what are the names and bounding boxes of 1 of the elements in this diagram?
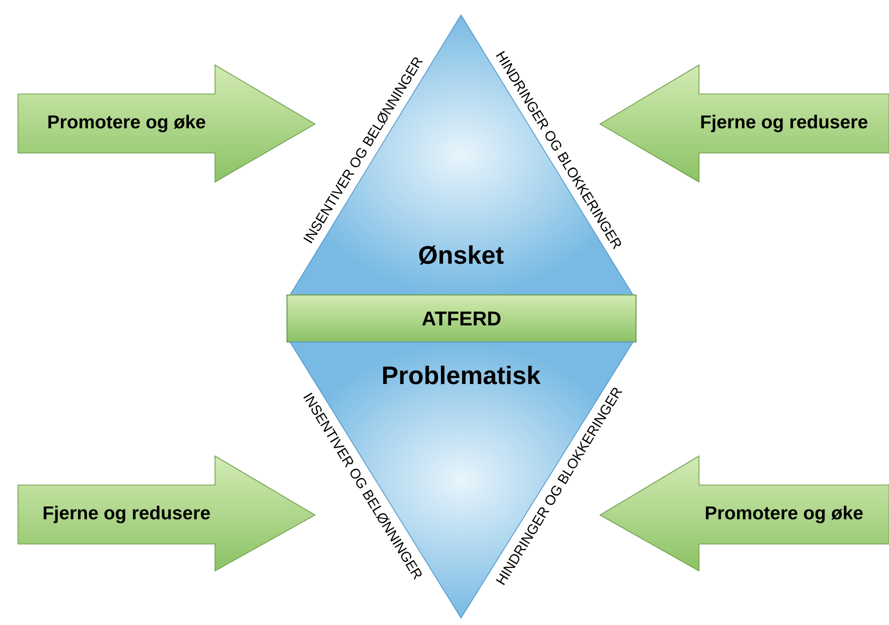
band: ATFERD xyxy=(286,294,637,343)
